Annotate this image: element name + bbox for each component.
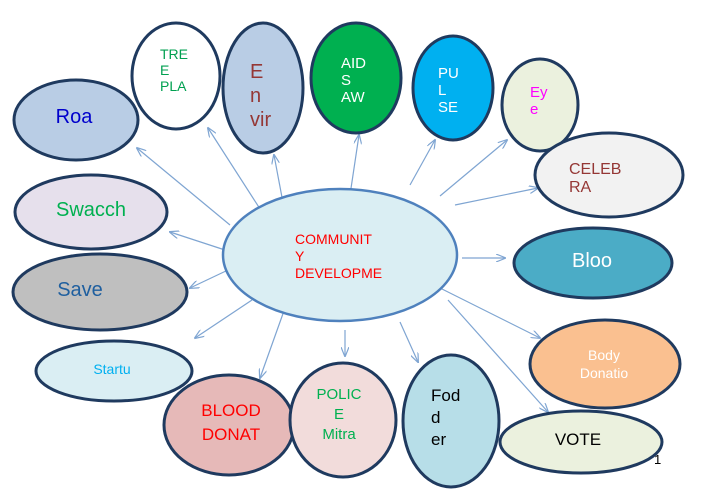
node-celebration-shape: [533, 131, 685, 219]
node-body-donation-shape: [528, 318, 682, 410]
center-node-shape: [221, 187, 459, 323]
arrow-to-body-donation: [439, 287, 540, 338]
node-eye-shape: [500, 57, 580, 153]
node-road-shape: [12, 78, 140, 162]
node-save-label: Save: [57, 279, 103, 301]
arrow-to-food-bank: [399, 321, 418, 362]
arrow-to-road: [137, 148, 231, 226]
node-blood-camp-label: Bloo: [572, 250, 612, 272]
node-aids-awareness-shape: [309, 21, 403, 135]
node-save: Save: [11, 252, 189, 332]
node-vote: VOTE: [498, 409, 664, 475]
node-startup-label: Startu: [93, 361, 130, 377]
arrow-to-tree-plantation: [208, 128, 263, 213]
arrow-to-vote: [447, 299, 548, 412]
page-number: 1: [654, 452, 662, 467]
node-startup-shape: [34, 339, 194, 403]
node-swacch: Swacch: [13, 173, 169, 251]
node-road-label: Roa: [56, 106, 94, 128]
node-pulse-shape: [411, 34, 495, 142]
arrow-to-pulse: [409, 140, 435, 186]
node-vote-shape: [498, 409, 664, 475]
node-tree-plantation-shape: [130, 21, 222, 131]
node-swacch-shape: [13, 173, 169, 251]
node-road: Roa: [12, 78, 140, 162]
arrow-to-blood-donation: [260, 307, 286, 378]
arrow-to-startup: [195, 299, 253, 338]
node-police-mitra-shape: [288, 361, 398, 479]
node-blood-camp-shape: [512, 226, 674, 300]
arrow-to-aids-awareness: [349, 135, 359, 196]
arrow-to-swacch: [170, 232, 226, 251]
node-environment-shape: [221, 21, 305, 155]
connector-arrows: [137, 128, 548, 412]
node-food-bank-shape: [401, 353, 501, 489]
arrow-to-celebration: [454, 188, 538, 206]
node-save-shape: [11, 252, 189, 332]
node-vote-label: VOTE: [555, 430, 601, 449]
arrow-to-save: [190, 269, 229, 288]
arrow-to-eye: [439, 140, 507, 197]
node-swacch-label: Swacch: [56, 199, 126, 221]
node-blood-camp: Bloo: [512, 226, 674, 300]
node-startup: Startu: [34, 339, 194, 403]
